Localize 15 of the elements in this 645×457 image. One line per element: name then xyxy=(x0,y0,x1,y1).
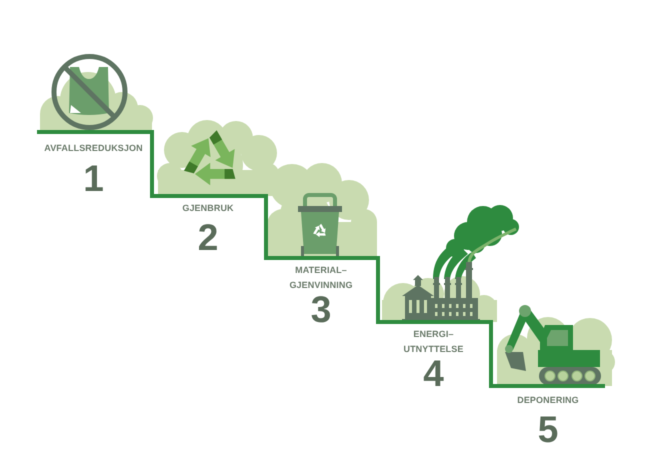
stair-step xyxy=(378,320,493,388)
stair-step xyxy=(152,194,268,260)
step-label: DEPONERING xyxy=(517,394,579,406)
stair-step xyxy=(266,256,380,324)
step-number: 2 xyxy=(198,224,218,252)
step-label: MATERIAL– GJENVINNING xyxy=(289,264,353,292)
stair-step xyxy=(37,130,154,198)
stair-step xyxy=(491,384,605,444)
step-label: GJENBRUK xyxy=(182,202,234,214)
step-number: 3 xyxy=(310,296,332,324)
step-number: 4 xyxy=(423,360,444,388)
step-label: AVFALLSREDUKSJON xyxy=(44,142,143,154)
step-label: ENERGI– UTNYTTELSE xyxy=(403,328,464,356)
step-number: 5 xyxy=(538,416,558,444)
step-number: 1 xyxy=(83,164,104,192)
